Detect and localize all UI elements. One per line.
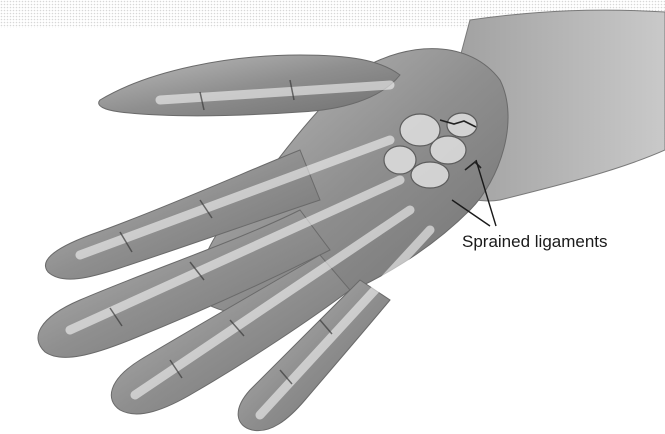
sprained-ligaments-label: Sprained ligaments bbox=[462, 232, 608, 252]
